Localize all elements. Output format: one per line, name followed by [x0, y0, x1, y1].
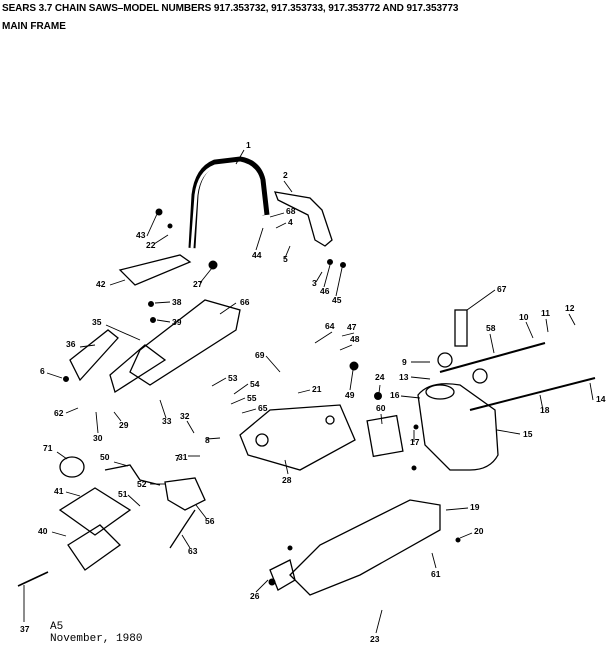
- callout-2: 2: [283, 170, 288, 180]
- callout-44: 44: [252, 250, 262, 260]
- callout-8: 8: [205, 435, 210, 445]
- callout-29: 29: [119, 420, 129, 430]
- callout-22: 22: [146, 240, 156, 250]
- callout-65: 65: [258, 403, 268, 413]
- cable-18-part: [469, 377, 596, 411]
- callout-5: 5: [283, 254, 288, 264]
- callout-27: 27: [193, 279, 203, 289]
- gasket-ring-part: [59, 456, 85, 478]
- page-code: A5: [50, 621, 64, 633]
- callout-9: 9: [402, 357, 407, 367]
- callout-31: 31: [178, 452, 188, 462]
- callout-43: 43: [136, 230, 146, 240]
- callout-41: 41: [54, 486, 64, 496]
- callout-40: 40: [38, 526, 48, 536]
- wire-part: [169, 509, 196, 549]
- callout-61: 61: [431, 569, 441, 579]
- callout-20: 20: [474, 526, 484, 536]
- crankcase-part: [239, 404, 356, 471]
- callout-35: 35: [92, 317, 102, 327]
- callout-6: 6: [40, 366, 45, 376]
- callout-45: 45: [332, 295, 342, 305]
- rod-37-part: [17, 571, 49, 587]
- callout-13: 13: [399, 372, 409, 382]
- callout-47: 47: [347, 322, 357, 332]
- callout-62: 62: [54, 408, 64, 418]
- callout-52: 52: [137, 479, 147, 489]
- callout-30: 30: [93, 433, 103, 443]
- callout-38: 38: [172, 297, 182, 307]
- callout-46: 46: [320, 286, 330, 296]
- fasteners: [63, 208, 461, 586]
- callout-24: 24: [375, 372, 385, 382]
- rear-handle-part: [69, 299, 241, 394]
- rod-58-part: [439, 342, 546, 373]
- callout-26: 26: [250, 591, 260, 601]
- callout-3: 3: [312, 278, 317, 288]
- callout-1: 1: [246, 140, 251, 150]
- callout-55: 55: [247, 393, 257, 403]
- callout-33: 33: [162, 416, 172, 426]
- callout-7: 7: [175, 453, 180, 463]
- callout-56: 56: [205, 516, 215, 526]
- callout-4: 4: [288, 217, 293, 227]
- filter-part: [366, 414, 404, 458]
- air-filter-part: [58, 487, 132, 571]
- footer: A5 November, 1980: [50, 621, 142, 645]
- callout-64: 64: [325, 321, 335, 331]
- callout-42: 42: [96, 279, 106, 289]
- callout-10: 10: [519, 312, 529, 322]
- callout-60: 60: [376, 403, 386, 413]
- callout-17: 17: [410, 437, 420, 447]
- callout-18: 18: [540, 405, 550, 415]
- callout-19: 19: [470, 502, 480, 512]
- callout-67: 67: [497, 284, 507, 294]
- callout-12: 12: [565, 303, 575, 313]
- callout-58: 58: [486, 323, 496, 333]
- leader-lines: [23, 149, 594, 634]
- page-title: SEARS 3.7 CHAIN SAWS–MODEL NUMBERS 917.3…: [2, 3, 459, 14]
- block-67-part: [454, 309, 468, 347]
- callout-15: 15: [523, 429, 533, 439]
- callout-23: 23: [370, 634, 380, 644]
- callout-37: 37: [20, 624, 30, 634]
- callout-63: 63: [188, 546, 198, 556]
- callout-14: 14: [596, 394, 606, 404]
- callout-54: 54: [250, 379, 260, 389]
- publication-date: November, 1980: [50, 633, 143, 645]
- callout-11: 11: [541, 308, 550, 318]
- fuel-tank-part: [417, 383, 499, 471]
- callout-71: 71: [43, 443, 53, 453]
- callout-32: 32: [180, 411, 190, 421]
- carburetor-part: [164, 477, 206, 511]
- cap-right-part: [472, 368, 488, 384]
- hose-part: [104, 464, 161, 486]
- base-plate-part: [269, 499, 441, 596]
- callout-69: 69: [255, 350, 265, 360]
- callout-21: 21: [312, 384, 322, 394]
- callout-16: 16: [390, 390, 400, 400]
- callout-53: 53: [228, 373, 238, 383]
- handle-bar-part: [188, 156, 270, 249]
- callout-28: 28: [282, 475, 292, 485]
- callout-68: 68: [286, 206, 296, 216]
- cap-left-part: [437, 352, 453, 368]
- callout-49: 49: [345, 390, 355, 400]
- callout-51: 51: [118, 489, 128, 499]
- callout-labels: 1 2 3 4 5 6 7 8 9 10 11 12 13 14 15 16 1…: [20, 140, 606, 644]
- callout-48: 48: [350, 334, 360, 344]
- handle-bracket-part: [273, 191, 333, 247]
- callout-39: 39: [172, 317, 182, 327]
- callout-36: 36: [66, 339, 76, 349]
- handle-cover-part: [118, 254, 192, 286]
- callout-50: 50: [100, 452, 110, 462]
- section-title: MAIN FRAME: [2, 21, 66, 32]
- callout-66: 66: [240, 297, 250, 307]
